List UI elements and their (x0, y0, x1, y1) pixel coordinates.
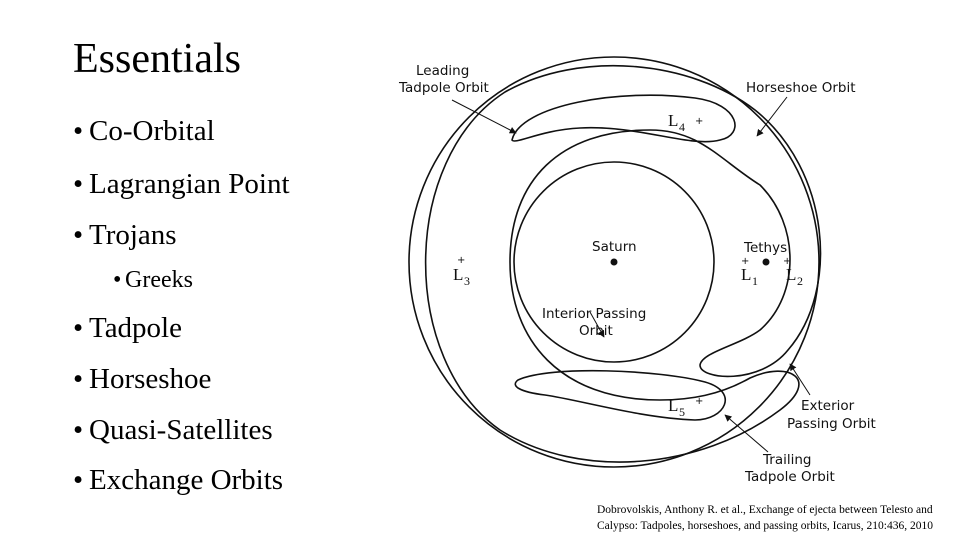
leading-tadpole-arrow (451, 99, 517, 134)
l3-letter: L (453, 265, 463, 284)
interior-passing-arrow (589, 311, 605, 338)
l3-subscript: 3 (464, 274, 470, 288)
exterior-passing-orbit (408, 56, 820, 468)
bullet-symbol: • (73, 219, 84, 251)
orbit-diagram: Leading Tadpole Orbit Horseshoe Orbit Sa… (398, 56, 876, 485)
l5-plus: + (695, 396, 703, 407)
bullet-text: Quasi-Satellites (89, 414, 273, 446)
leading-tadpole-orbit (511, 94, 736, 143)
l5-letter: L (668, 396, 678, 415)
bullet-symbol: • (73, 115, 84, 147)
bullet-text: Lagrangian Point (89, 168, 290, 200)
interior-passing-orbit (513, 161, 715, 363)
bullet-text: Tadpole (89, 312, 182, 344)
leading-tadpole-label-1: Leading (416, 63, 469, 79)
bullet-symbol: • (73, 168, 84, 200)
bullet-item: •Co-Orbital (73, 117, 215, 146)
bullet-item: •Exchange Orbits (73, 466, 283, 495)
exterior-passing-arrow (789, 363, 811, 396)
l5-subscript: 5 (679, 405, 685, 419)
l4-subscript: 4 (679, 120, 685, 134)
citation: Dobrovolskis, Anthony R. et al., Exchang… (597, 504, 933, 532)
l1-point: + L 1 (741, 256, 758, 288)
bullet-item: •Lagrangian Point (73, 170, 290, 199)
bullet-symbol: • (113, 267, 122, 293)
slide-title: Essentials (73, 36, 241, 82)
saturn-label: Saturn (592, 239, 637, 255)
bullet-item: •Quasi-Satellites (73, 416, 273, 445)
l4-point: L 4 + (668, 111, 703, 134)
horseshoe-label: Horseshoe Orbit (746, 80, 856, 96)
bullet-text: Trojans (89, 219, 177, 251)
bullet-text: Horseshoe (89, 363, 212, 395)
l1-subscript: 1 (752, 274, 758, 288)
exterior-passing-label-2: Passing Orbit (787, 416, 876, 432)
l5-point: L 5 + (668, 396, 703, 419)
l4-letter: L (668, 111, 678, 130)
bullet-symbol: • (73, 363, 84, 395)
trailing-tadpole-arrow (724, 414, 769, 453)
l3-plus: + (457, 255, 465, 266)
bullet-item: •Horseshoe (73, 365, 211, 394)
leading-tadpole-label-2: Tadpole Orbit (398, 80, 489, 96)
bullet-text: Greeks (125, 267, 193, 293)
trailing-tadpole-label-2: Tadpole Orbit (744, 469, 835, 485)
l1-letter: L (741, 265, 751, 284)
trailing-tadpole-orbit (514, 369, 727, 421)
bullet-text: Exchange Orbits (89, 464, 284, 496)
l3-point: + L 3 (453, 255, 470, 288)
l2-subscript: 2 (797, 274, 803, 288)
l2-letter: L (786, 265, 796, 284)
bullet-item: •Trojans (73, 221, 177, 250)
l1-plus: + (741, 256, 749, 267)
exterior-passing-label-1: Exterior (801, 398, 855, 414)
trailing-tadpole-label-1: Trailing (762, 452, 811, 468)
saturn-dot (610, 258, 618, 266)
sub-bullet-item: •Greeks (113, 268, 193, 292)
interior-passing-label-1: Interior Passing (542, 306, 646, 322)
tethys-label: Tethys (743, 240, 787, 256)
interior-passing-label-2: Orbit (579, 323, 613, 339)
bullet-symbol: • (73, 414, 84, 446)
horseshoe-arrow (756, 96, 788, 137)
bullet-item: •Tadpole (73, 314, 182, 343)
tethys-dot (762, 258, 770, 266)
bullet-symbol: • (73, 312, 84, 344)
bullet-text: Co-Orbital (89, 115, 215, 147)
l2-plus: + (783, 256, 791, 267)
l4-plus: + (695, 116, 703, 127)
bullet-symbol: • (73, 464, 84, 496)
horseshoe-orbit (424, 64, 822, 463)
l2-point: + L 2 (783, 256, 803, 288)
